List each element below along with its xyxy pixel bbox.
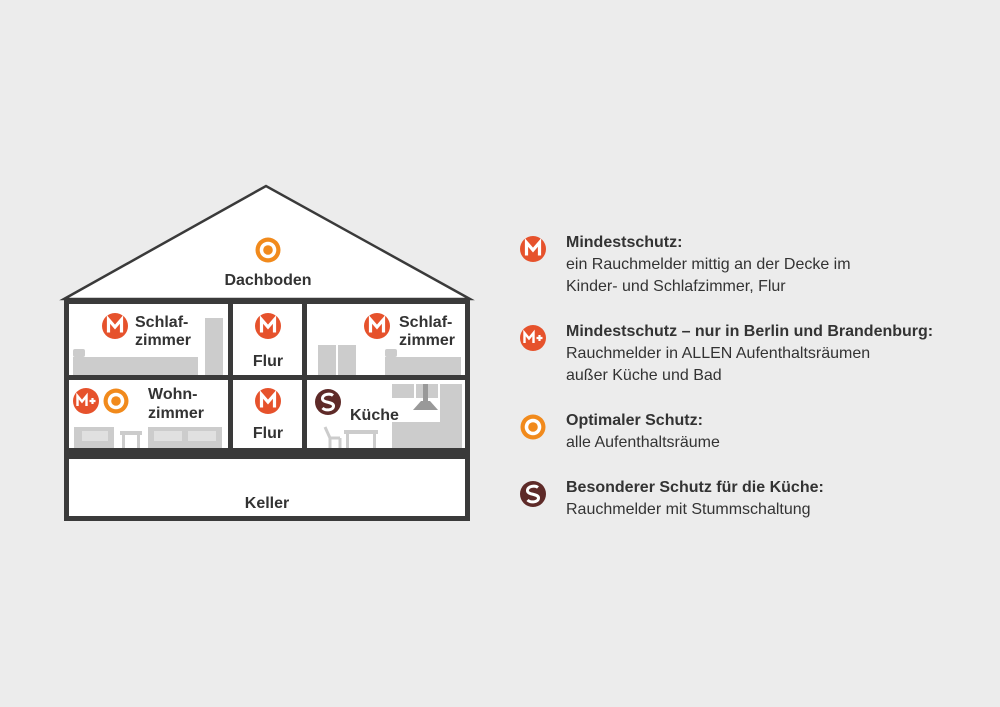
m-badge-icon xyxy=(100,311,130,341)
m-badge-icon xyxy=(253,386,283,416)
coffee-table xyxy=(120,431,142,448)
optimal-ring-icon xyxy=(255,237,281,263)
room-label-schlafzimmer-left-2: zimmer xyxy=(135,332,191,349)
optimal-ring-icon xyxy=(520,414,546,440)
room-label-keller: Keller xyxy=(245,495,289,512)
cooker-hood-icon xyxy=(413,384,438,410)
legend-item-optimaler-schutz: Optimaler Schutz: alle Aufenthaltsräume xyxy=(518,410,720,454)
legend-item-kueche: Besonderer Schutz für die Küche: Rauchme… xyxy=(518,477,824,521)
legend-desc: Kinder- und Schlafzimmer, Flur xyxy=(566,278,786,295)
legend-desc: Rauchmelder mit Stummschaltung xyxy=(566,501,811,518)
kitchen-table xyxy=(344,430,378,448)
bed-left xyxy=(73,349,198,375)
legend-title: Besonderer Schutz für die Küche: xyxy=(566,479,824,496)
room-label-schlafzimmer-right-2: zimmer xyxy=(399,332,455,349)
legend-desc: Rauchmelder in ALLEN Aufenthaltsräumen xyxy=(566,345,871,362)
optimal-ring-icon xyxy=(103,388,129,414)
sofa-left xyxy=(74,427,114,448)
room-label-kueche: Küche xyxy=(350,407,399,424)
legend-desc: ein Rauchmelder mittig an der Decke im xyxy=(566,256,851,273)
m-plus-badge-icon xyxy=(518,323,548,353)
kitchen-cabinets xyxy=(392,384,462,448)
wardrobe-right xyxy=(318,345,356,375)
kitchen-chair xyxy=(323,426,342,448)
s-badge-icon xyxy=(518,479,548,509)
legend-desc: alle Aufenthaltsräume xyxy=(566,434,720,451)
m-badge-icon xyxy=(518,234,548,264)
m-plus-badge-icon xyxy=(71,386,101,416)
room-label-schlafzimmer-left-1: Schlaf- xyxy=(135,314,188,331)
legend-item-mindestschutz-berlin: Mindestschutz – nur in Berlin und Brande… xyxy=(518,321,933,387)
wardrobe-left xyxy=(205,318,223,375)
legend-item-mindestschutz: Mindestschutz: ein Rauchmelder mittig an… xyxy=(518,232,851,298)
room-label-flur-top: Flur xyxy=(253,353,283,370)
m-badge-icon xyxy=(362,311,392,341)
room-label-wohnzimmer-2: zimmer xyxy=(148,405,204,422)
room-label-dachboden: Dachboden xyxy=(224,272,311,289)
room-label-flur-bottom: Flur xyxy=(253,425,283,442)
legend-title: Optimaler Schutz: xyxy=(566,412,703,429)
room-keller xyxy=(69,459,465,516)
s-badge-icon xyxy=(313,387,343,417)
legend-desc: außer Küche und Bad xyxy=(566,367,722,384)
bed-right xyxy=(385,349,461,375)
legend-title: Mindestschutz: xyxy=(566,234,683,251)
legend-title: Mindestschutz – nur in Berlin und Brande… xyxy=(566,323,934,340)
room-label-schlafzimmer-right-1: Schlaf- xyxy=(399,314,452,331)
sofa-right xyxy=(148,427,222,448)
m-badge-icon xyxy=(253,311,283,341)
room-label-wohnzimmer-1: Wohn- xyxy=(148,386,197,403)
